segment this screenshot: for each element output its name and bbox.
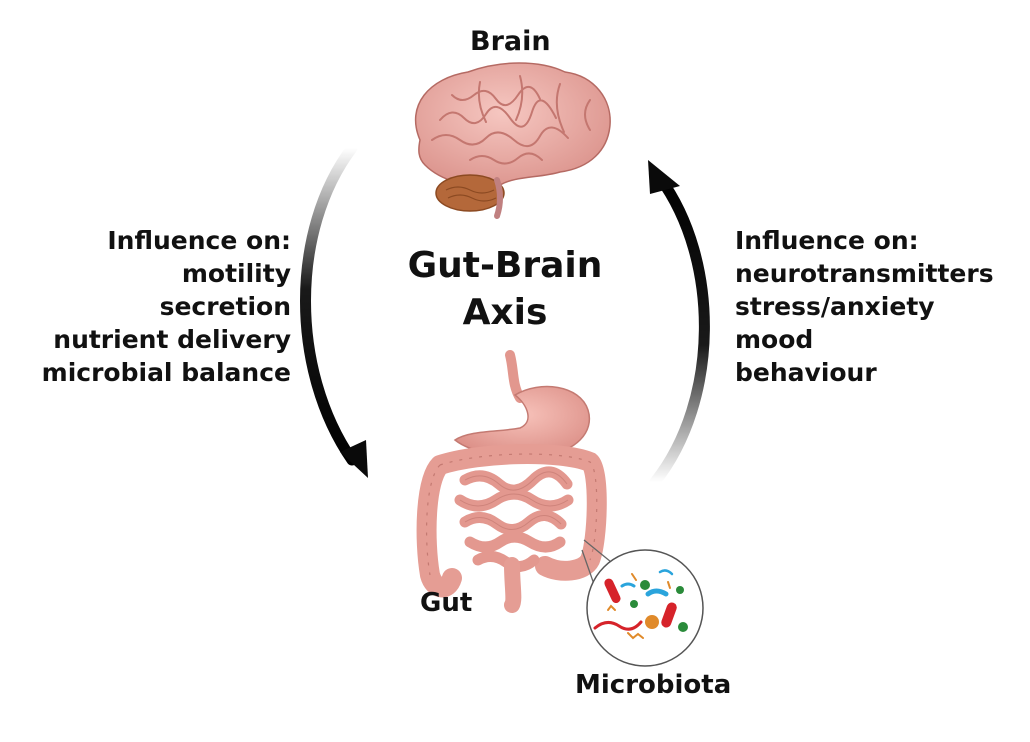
gut-icon [416, 350, 607, 613]
right-arrow [648, 160, 710, 488]
right-arrowhead-icon [648, 160, 680, 194]
left-influence-heading: Influence on: [107, 226, 291, 255]
right-influence-list: Influence on: neurotransmitters stress/a… [735, 224, 1020, 389]
left-arrow [300, 142, 368, 478]
left-arrowhead-icon [340, 440, 368, 478]
right-influence-item: neurotransmitters [735, 259, 994, 288]
cerebellum [435, 174, 505, 212]
left-influence-item: nutrient delivery [53, 325, 291, 354]
left-influence-list: Influence on: motility secretion nutrien… [20, 224, 291, 389]
right-influence-item: behaviour [735, 358, 877, 387]
left-influence-item: secretion [159, 292, 291, 321]
left-influence-item: motility [181, 259, 291, 288]
right-influence-item: mood [735, 325, 814, 354]
brainstem [494, 177, 503, 219]
left-influence-item: microbial balance [41, 358, 291, 387]
center-title-line1: Gut-Brain [407, 245, 603, 286]
brain-icon [414, 62, 611, 219]
microbiota-label: Microbiota [575, 670, 732, 700]
microbiota-icon [586, 549, 704, 667]
brain-label: Brain [470, 26, 551, 57]
center-title-line2: Axis [462, 292, 548, 333]
right-influence-item: stress/anxiety [735, 292, 935, 321]
gut-label: Gut [420, 588, 473, 618]
right-influence-heading: Influence on: [735, 226, 919, 255]
center-title: Gut-Brain Axis [385, 242, 625, 336]
